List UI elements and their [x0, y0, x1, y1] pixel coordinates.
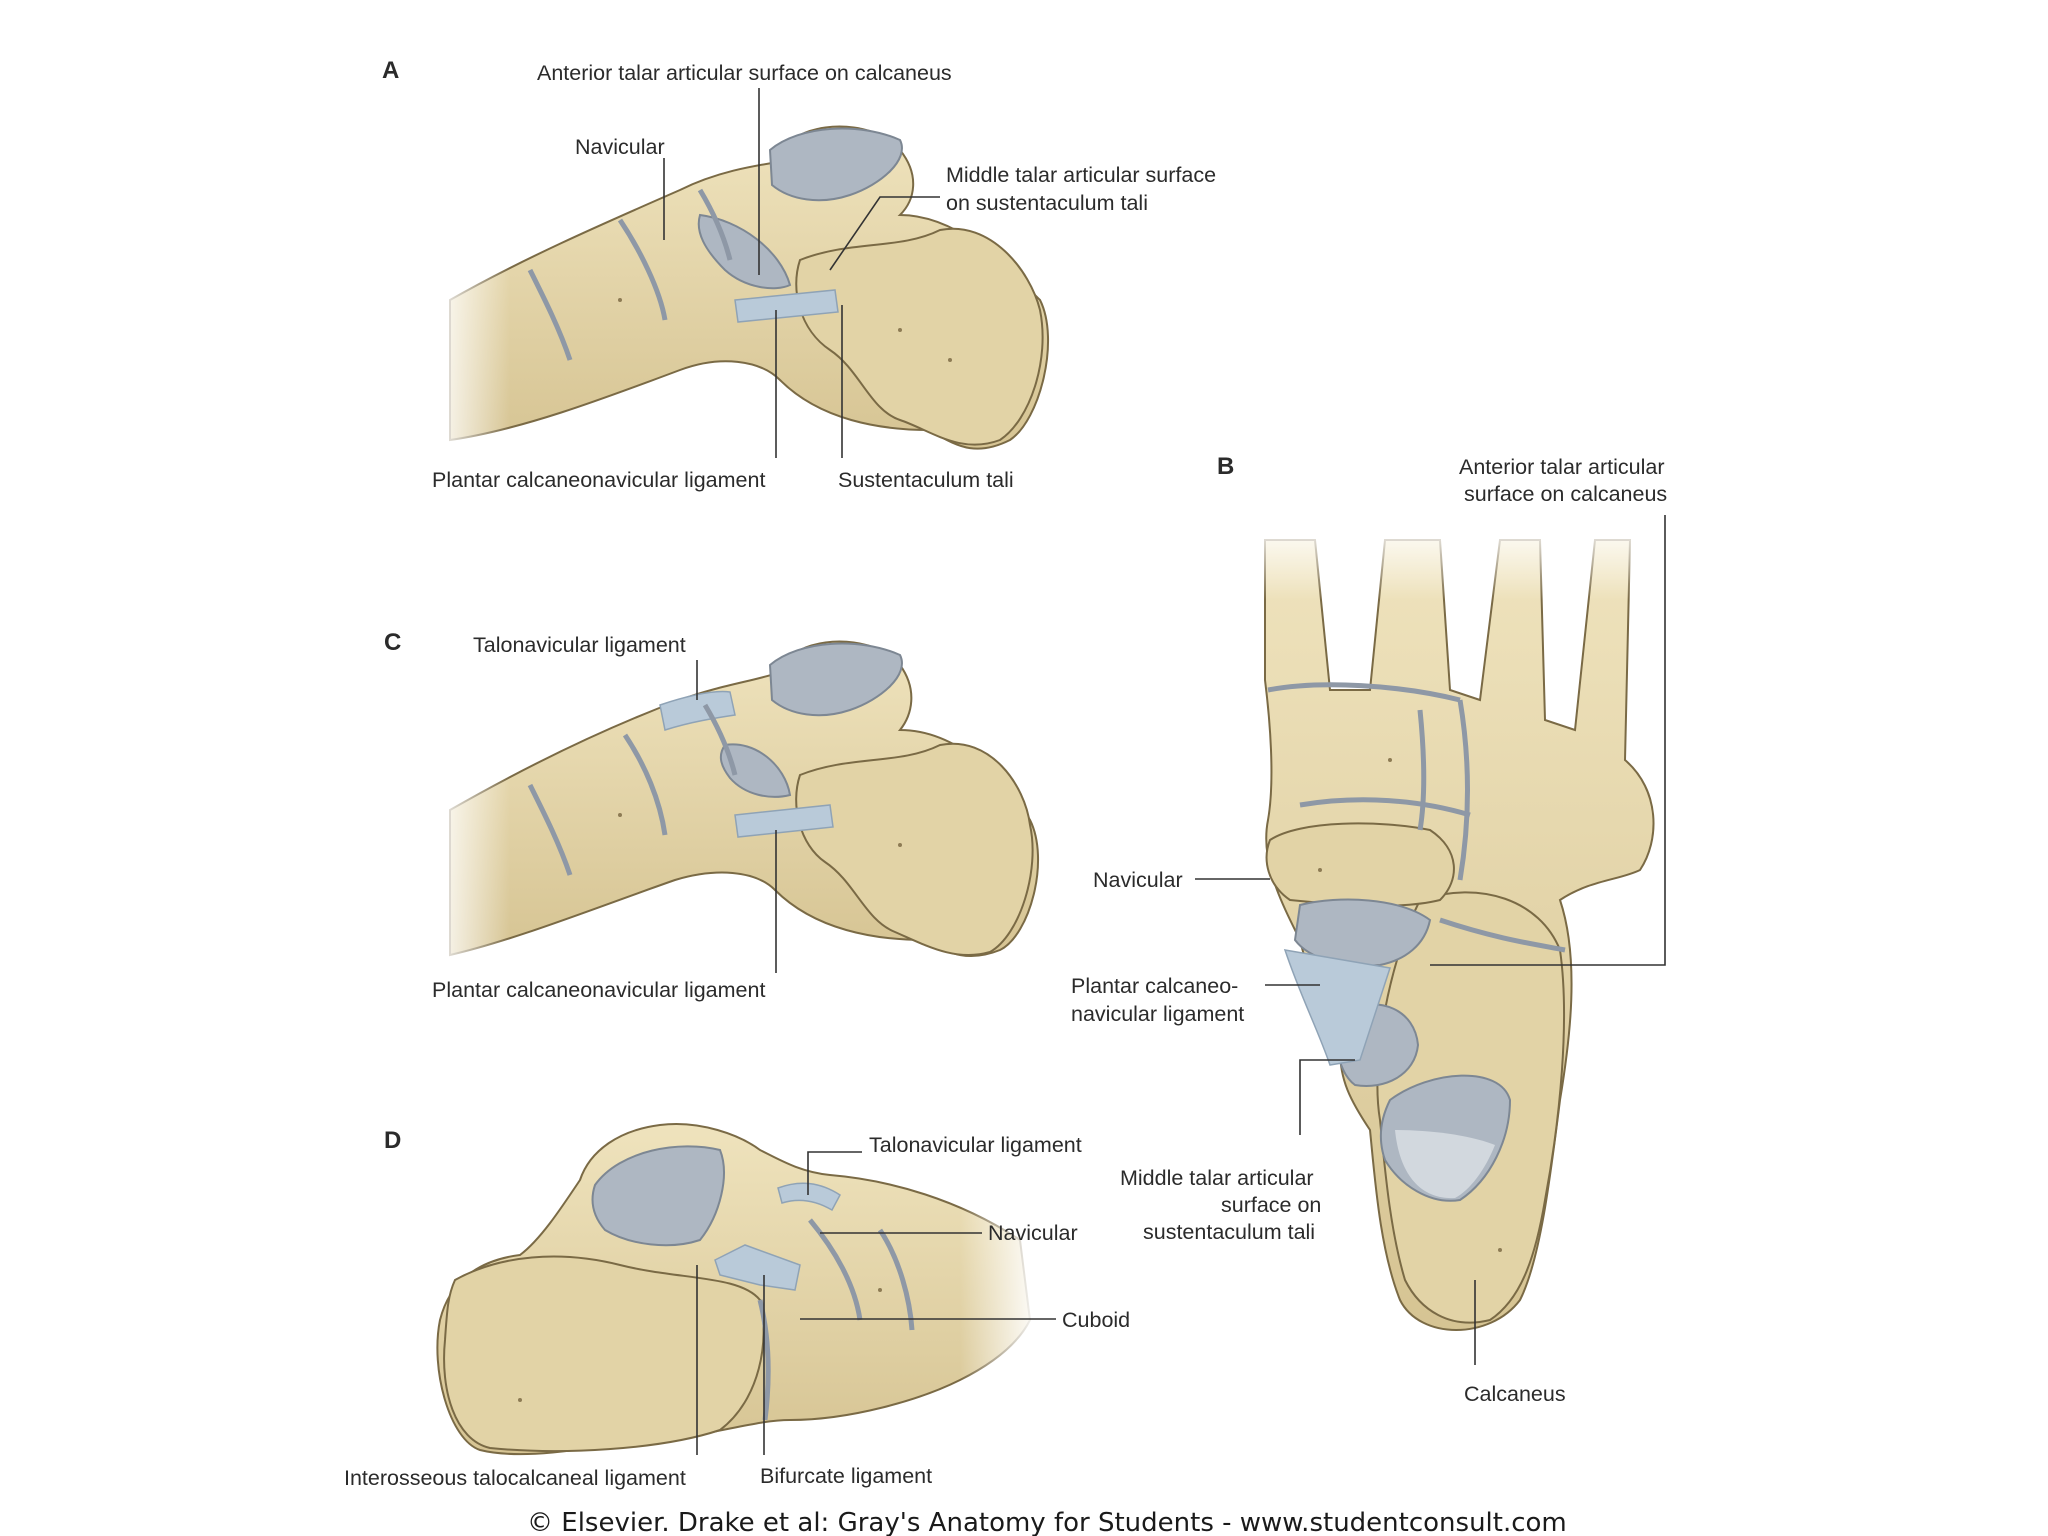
panel-b-foot-illustration: [1250, 520, 1655, 1331]
panel-a-joint-2: [617, 218, 668, 321]
panel-a: A Anterior talar articular surface on ca…: [382, 57, 1216, 492]
panel-c-joint-2: [622, 733, 668, 836]
panel-a-joint-1: [527, 268, 573, 361]
label-cuboid-d: Cuboid: [1062, 1308, 1130, 1332]
panel-d-joint-2: [877, 1228, 915, 1331]
panel-a-plantar-ligament: [734, 289, 839, 323]
panel-c-calcaneus: [795, 742, 1034, 956]
label-middle-talar-b-3: sustentaculum tali: [1143, 1220, 1315, 1244]
panel-a-texture-dot: [898, 328, 902, 332]
panel-b-texture-dot: [1388, 758, 1392, 762]
panel-d-joint-1: [808, 1218, 863, 1321]
panel-c-letter: C: [384, 629, 401, 656]
panel-b-facet-highlight: [1395, 1130, 1495, 1199]
panel-c-joint-1: [527, 783, 573, 876]
panel-d-letter: D: [384, 1127, 401, 1154]
panel-a-calcaneus: [795, 227, 1044, 446]
panel-b-leaders: [1195, 515, 1666, 1365]
label-plantar-b-1: Plantar calcaneo-: [1071, 974, 1238, 998]
panel-b-joint-3: [1457, 699, 1470, 881]
panel-d-talonavicular-ligament: [777, 1182, 841, 1212]
panel-b-fade: [1250, 520, 1650, 600]
label-anterior-talar-a: Anterior talar articular surface on calc…: [537, 61, 952, 85]
panel-b-texture-dot: [1498, 1248, 1502, 1252]
panel-c-anterior-facet: [719, 743, 792, 798]
panel-b-joint-1: [1267, 682, 1461, 703]
panel-d-calcaneus: [443, 1255, 765, 1452]
label-navicular-d: Navicular: [988, 1221, 1078, 1245]
panel-a-joint-3: [697, 188, 733, 261]
panel-a-leaders: [663, 88, 940, 458]
panel-c-foot-illustration: [430, 640, 1039, 975]
label-interosseous-d: Interosseous talocalcaneal ligament: [344, 1466, 686, 1490]
panel-d-fade: [960, 1170, 1040, 1410]
panel-c-leaders: [696, 660, 777, 973]
panel-a-letter: A: [382, 57, 399, 84]
label-navicular-a: Navicular: [575, 135, 665, 159]
label-calcaneus-b: Calcaneus: [1464, 1382, 1566, 1406]
panel-a-texture-dot: [618, 298, 622, 302]
panel-b-letter: B: [1217, 453, 1234, 480]
label-plantar-c: Plantar calcaneonavicular ligament: [432, 978, 765, 1002]
panel-d: D Talonavicular ligament Navicular Cuboi…: [344, 1123, 1130, 1490]
panel-d-texture-dot: [878, 1288, 882, 1292]
panel-c-joint-3: [702, 703, 738, 776]
copyright-credit: © Elsevier. Drake et al: Gray's Anatomy …: [527, 1508, 1567, 1536]
panel-b: B Anterior talar artic: [1071, 453, 1667, 1406]
panel-c-talar-cartilage: [768, 642, 903, 717]
panel-a-talar-cartilage: [768, 127, 903, 202]
label-anterior-talar-b-1: Anterior talar articular: [1459, 455, 1665, 479]
label-talonavicular-c: Talonavicular ligament: [473, 633, 686, 657]
label-anterior-talar-b-2: surface on calcaneus: [1464, 482, 1667, 506]
label-plantar-a: Plantar calcaneonavicular ligament: [432, 468, 765, 492]
panel-d-foot-illustration: [436, 1123, 1040, 1456]
label-middle-talar-a-2: on sustentaculum tali: [946, 191, 1148, 215]
panel-d-bifurcate-ligament: [714, 1244, 801, 1291]
panel-d-texture-dot: [518, 1398, 522, 1402]
label-plantar-b-2: navicular ligament: [1071, 1002, 1244, 1026]
label-middle-talar-b-2: surface on: [1221, 1193, 1321, 1217]
panel-c-texture-dot: [618, 813, 622, 817]
label-middle-talar-b-1: Middle talar articular: [1120, 1166, 1314, 1190]
panel-a-fade: [430, 240, 510, 460]
label-navicular-b: Navicular: [1093, 868, 1183, 892]
panel-d-leaders: [696, 1151, 1056, 1455]
label-middle-talar-a-1: Middle talar articular surface: [946, 163, 1216, 187]
panel-a-texture-dot: [948, 358, 952, 362]
panel-b-joint-4: [1417, 709, 1427, 831]
panel-b-texture-dot: [1318, 868, 1322, 872]
panel-c-talonavicular-ligament: [659, 690, 736, 731]
panel-b-plantar-ligament: [1283, 949, 1391, 1066]
panel-c: C Talonavicular ligament Plantar calcane…: [384, 629, 1039, 1002]
label-sustentaculum-a: Sustentaculum tali: [838, 468, 1014, 492]
panel-d-joint-3: [757, 1299, 771, 1421]
label-bifurcate-d: Bifurcate ligament: [760, 1464, 932, 1488]
label-talonavicular-d: Talonavicular ligament: [869, 1133, 1082, 1157]
panel-c-plantar-ligament: [734, 804, 834, 838]
panel-a-foot-illustration: [430, 125, 1049, 460]
panel-d-talar-cartilage: [591, 1145, 725, 1247]
panel-b-joint-5: [1439, 917, 1566, 953]
panel-c-fade: [430, 755, 510, 975]
panel-b-joint-2: [1299, 797, 1471, 818]
panel-c-texture-dot: [898, 843, 902, 847]
panel-b-navicular: [1265, 822, 1455, 907]
